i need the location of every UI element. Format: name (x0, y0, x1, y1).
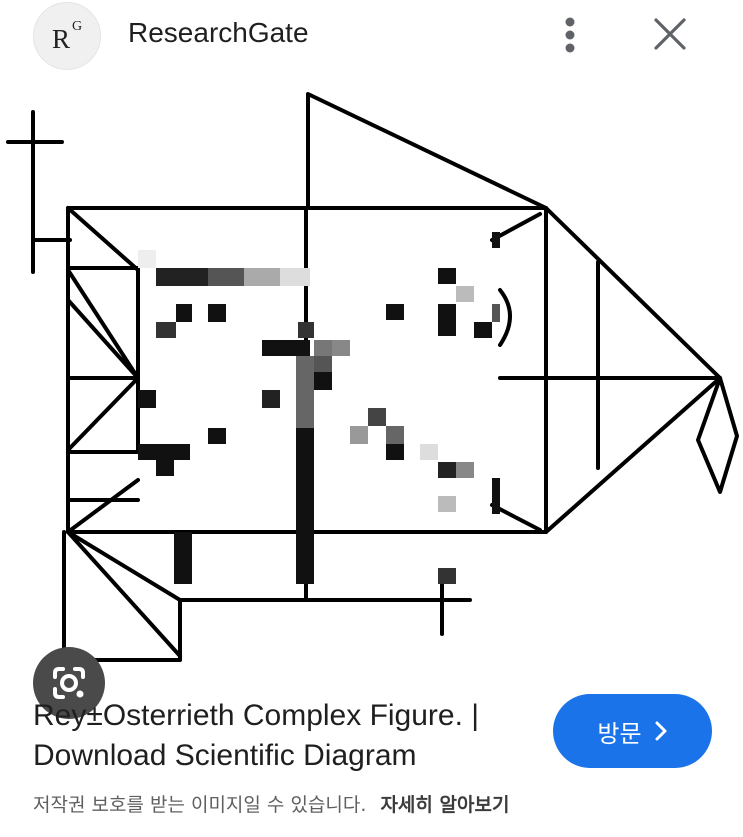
notice-text: 저작권 보호를 받는 이미지일 수 있습니다. (33, 794, 367, 816)
close-icon (654, 18, 686, 50)
chevron-right-icon (655, 721, 667, 741)
google-lens-icon (53, 667, 85, 699)
more-vert-icon (565, 17, 575, 53)
preview-image[interactable] (0, 82, 743, 719)
result-title[interactable]: Rey±Osterrieth Complex Figure. | Downloa… (33, 696, 553, 776)
learn-more-link[interactable]: 자세히 알아보기 (380, 794, 510, 816)
lens-button[interactable] (33, 647, 105, 719)
logo-letter-r: R (52, 24, 71, 54)
site-logo: R G (33, 2, 101, 70)
copyright-notice: 저작권 보호를 받는 이미지일 수 있습니다. 자세히 알아보기 (33, 790, 509, 817)
rey-osterrieth-figure (6, 92, 739, 662)
site-name[interactable]: ResearchGate (128, 17, 309, 48)
result-title-line2: Download Scientific Diagram (33, 739, 417, 772)
visit-label: 방문 (597, 719, 642, 748)
logo-letter-g: G (72, 19, 83, 34)
top-bar: R G ResearchGate (0, 0, 743, 70)
more-options-button[interactable] (552, 10, 588, 58)
result-title-line1: Rey±Osterrieth Complex Figure. | (33, 699, 480, 732)
visit-button[interactable]: 방문 (553, 694, 712, 768)
close-button[interactable] (648, 12, 692, 56)
